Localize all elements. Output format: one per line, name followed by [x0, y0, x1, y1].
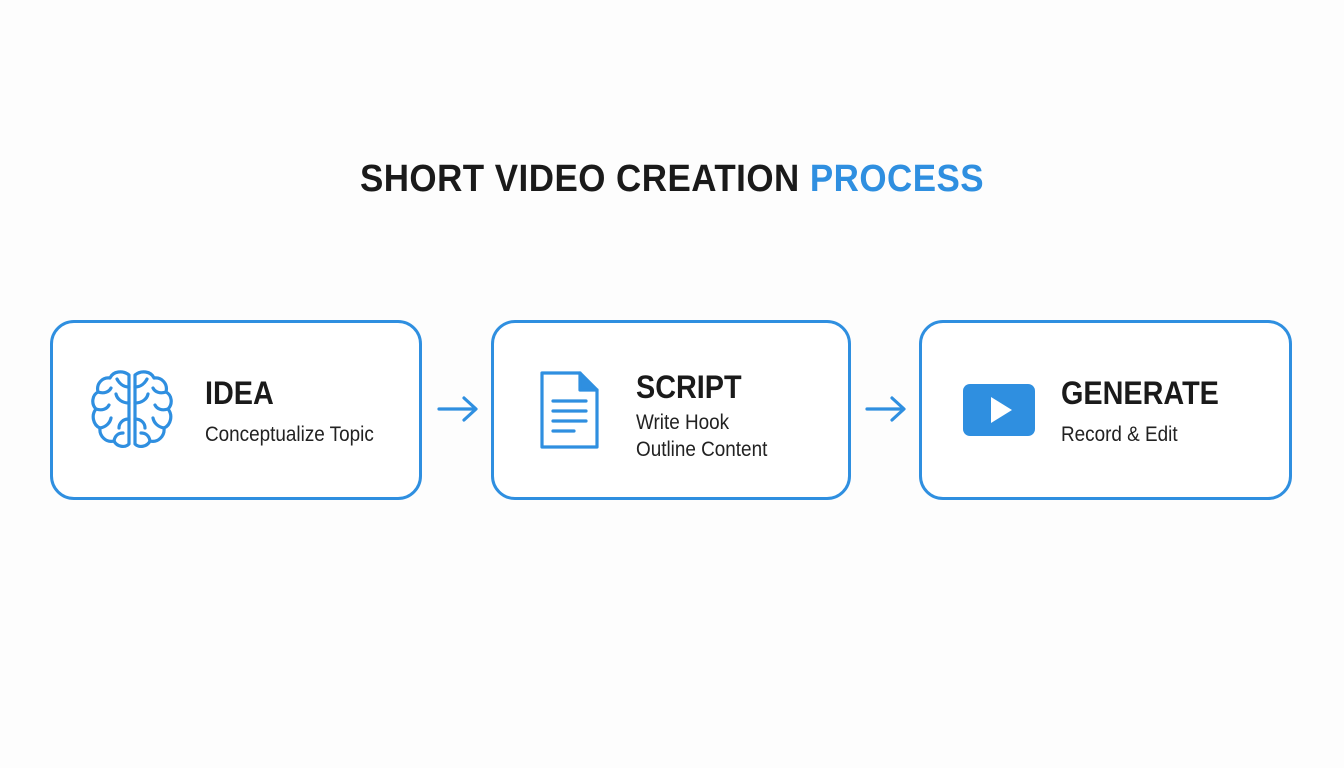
title-accent: PROCESS — [809, 158, 985, 200]
document-icon — [536, 369, 602, 453]
step-title: SCRIPT — [636, 369, 742, 405]
step-card-idea: IDEA Conceptualize Topic — [50, 320, 422, 500]
step-card-script: SCRIPT Write Hook Outline Content — [491, 320, 851, 500]
title-main: SHORT VIDEO CREATION — [359, 158, 810, 200]
step-title: IDEA — [205, 375, 274, 411]
step-description-line-2: Outline Content — [636, 438, 768, 461]
step-description-line-1: Write Hook — [636, 411, 730, 434]
arrow-right-icon — [864, 394, 908, 424]
step-title: GENERATE — [1061, 375, 1219, 411]
step-card-generate: GENERATE Record & Edit — [919, 320, 1292, 500]
step-description: Record & Edit — [1061, 423, 1178, 446]
brain-icon — [89, 367, 175, 451]
step-description: Conceptualize Topic — [205, 423, 374, 446]
arrow-right-icon — [436, 394, 480, 424]
video-play-icon — [962, 383, 1036, 437]
diagram-title: SHORT VIDEO CREATION PROCESS — [54, 158, 1290, 201]
